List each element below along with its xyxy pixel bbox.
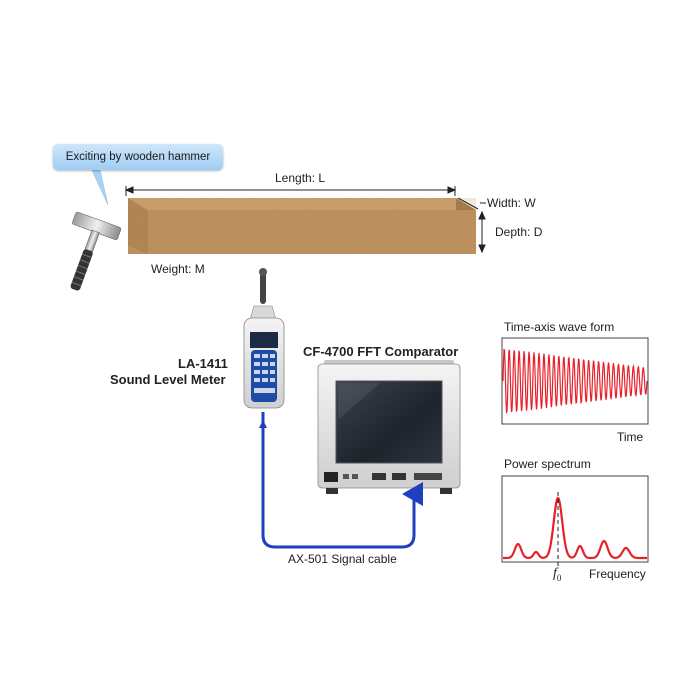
width-label: Width: W (487, 196, 536, 210)
wooden-beam (128, 198, 476, 254)
waveform-xlabel: Time (617, 430, 644, 444)
spectrum-panel (501, 475, 649, 566)
decaying-waveform (502, 348, 648, 415)
peak-frequency-label: f0 (553, 566, 562, 583)
width-dimension (457, 197, 486, 210)
callout-exciting-hammer: Exciting by wooden hammer (53, 144, 223, 170)
waveform-panel (501, 337, 649, 425)
weight-label: Weight: M (151, 262, 205, 276)
sound-level-meter (243, 268, 285, 409)
fft-comparator-device (317, 360, 461, 494)
wooden-hammer (70, 211, 122, 291)
length-dimension (124, 186, 457, 196)
signal-cable (261, 412, 423, 549)
spectrum-title: Power spectrum (504, 457, 591, 471)
callout-tail (91, 169, 109, 206)
cable-label: AX-501 Signal cable (288, 552, 397, 566)
meter-model: LA-1411 (178, 356, 228, 371)
comparator-title: CF-4700 FFT Comparator (303, 344, 459, 359)
depth-dimension (478, 210, 486, 254)
power-spectrum-curve (503, 496, 647, 560)
depth-label: Depth: D (495, 225, 543, 239)
length-label: Length: L (275, 171, 326, 185)
meter-name: Sound Level Meter (110, 372, 226, 387)
waveform-title: Time-axis wave form (504, 320, 615, 334)
spectrum-xlabel: Frequency (589, 567, 646, 581)
